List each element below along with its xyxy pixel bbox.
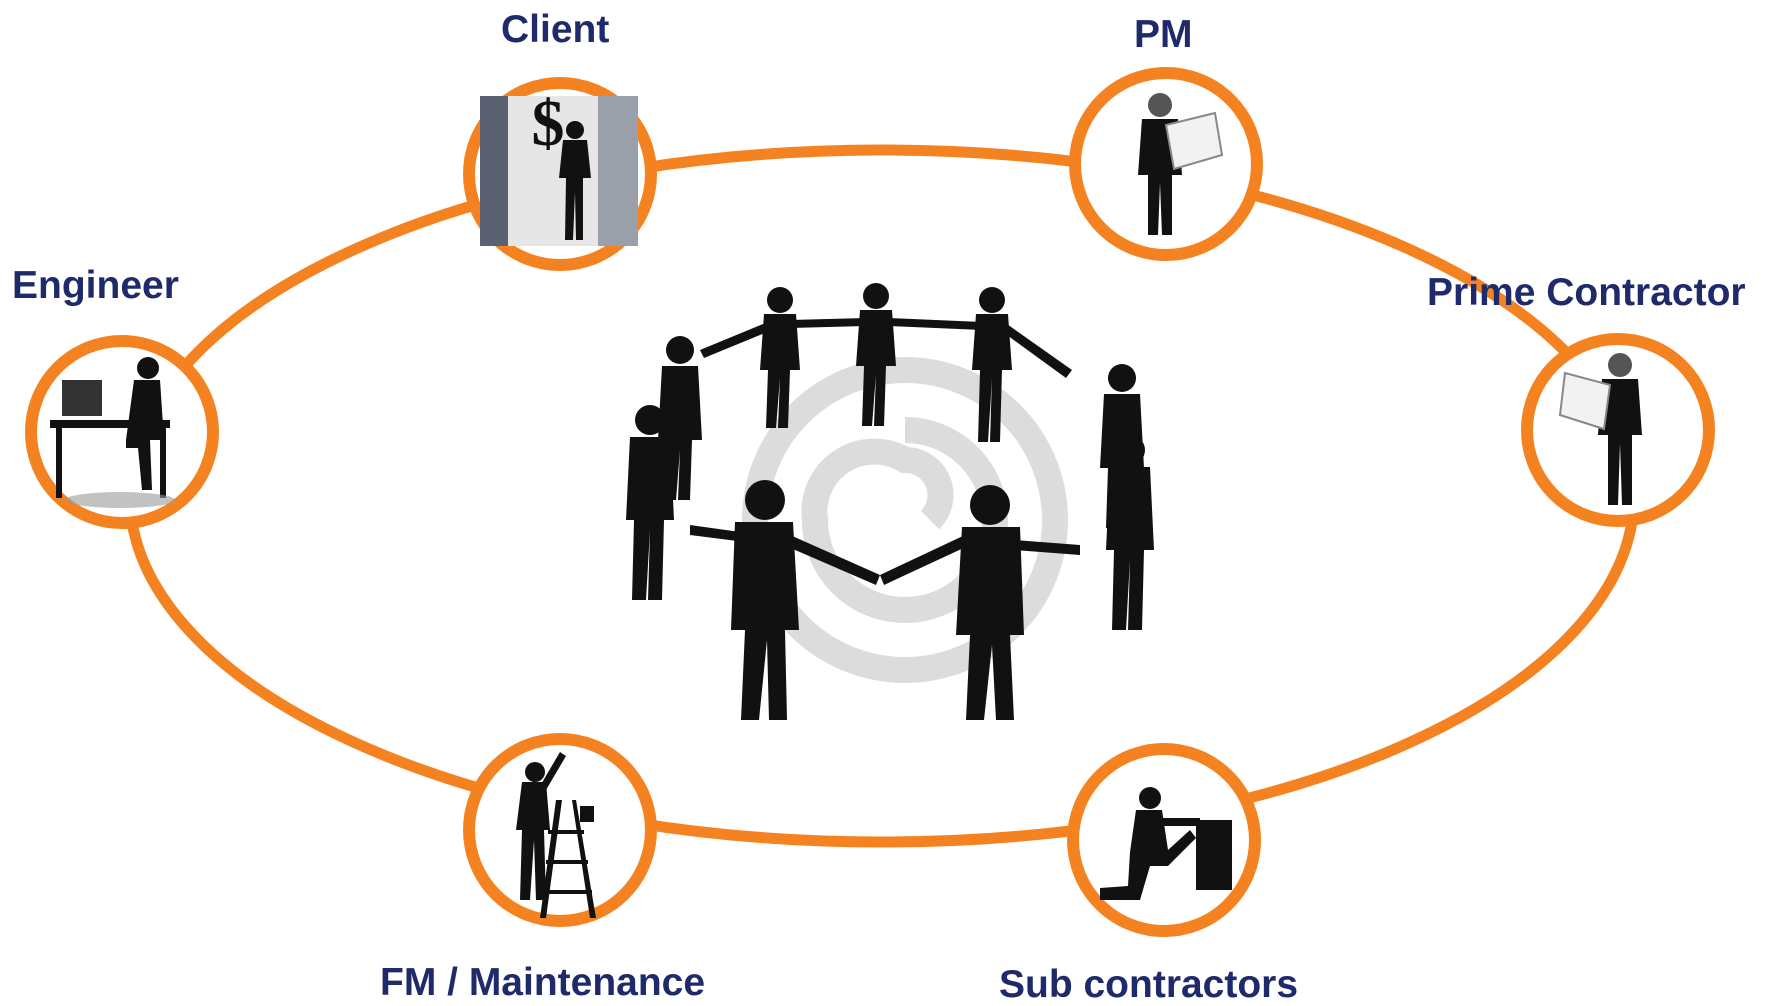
maintenance-worker-on-ladder-icon	[516, 752, 596, 918]
engineer-label: Engineer	[12, 264, 179, 307]
sub-contractors-node	[1067, 743, 1261, 937]
sub-contractors-label: Sub contractors	[999, 963, 1299, 1006]
prime-contractor-with-plans-icon	[1558, 353, 1642, 505]
pm-label: PM	[1134, 13, 1193, 56]
engineer-node	[25, 335, 219, 529]
prime-contractor-node	[1521, 333, 1715, 527]
svg-text:$: $	[532, 87, 565, 160]
engineer-at-desk-icon	[50, 357, 175, 508]
client-node: $	[463, 77, 657, 271]
cycle-ring	[124, 144, 1640, 848]
fm-maintenance-node	[463, 733, 657, 927]
client-label: Client	[501, 8, 610, 51]
pm-worker-with-plans-icon	[1138, 93, 1224, 235]
pm-node	[1069, 67, 1263, 261]
kneeling-subcontractor-icon	[1100, 787, 1232, 900]
prime-contractor-label: Prime Contractor	[1427, 271, 1746, 314]
fm-maintenance-label: FM / Maintenance	[380, 961, 706, 1004]
client-dollar-silhouette-icon: $	[480, 87, 638, 246]
team-circle-holding-hands-icon	[626, 283, 1154, 720]
